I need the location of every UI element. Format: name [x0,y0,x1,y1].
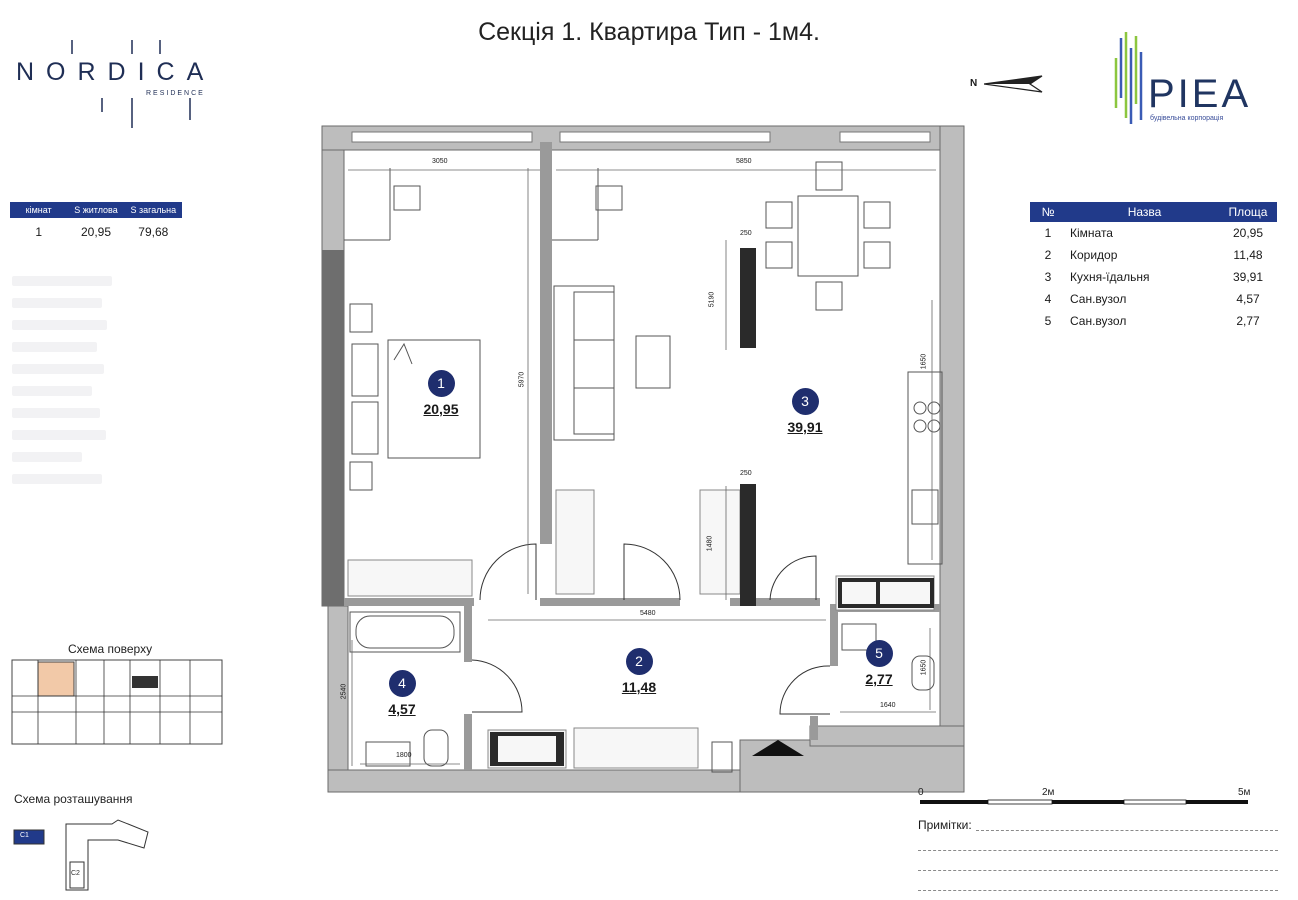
dimension-text: 1480 [706,535,714,552]
floor-scheme-map [11,659,223,745]
scale-label-2m: 2м [1042,787,1055,798]
summary-table-row: 1 20,95 79,68 [10,222,182,242]
cell-area: 2,77 [1236,314,1260,328]
table-row: 5 Сан.вузол 2,77 [1030,310,1277,332]
room-area: 4,57 [388,701,416,717]
table-row: 1 Кімната 20,95 [1030,222,1277,244]
notes-line [976,830,1278,831]
logo-lines-icon [71,40,191,128]
nordica-wordmark: NORDICA [16,58,216,86]
cell-number: 2 [1044,248,1052,262]
balcony-wall [322,250,344,606]
dimension-text: 5850 [736,158,752,165]
living-furniture [552,161,943,565]
bedroom-furniture [344,168,481,491]
room-number-badge: 5 [865,640,893,667]
notes-line [918,890,1278,891]
room-area: 20,95 [423,401,459,417]
scale-bar [920,799,1248,805]
piea-logo: PIEA будівельна корпорація [1110,28,1280,128]
entrance-arrow-icon [752,740,804,756]
piea-stripes-icon [1114,32,1143,124]
table-row: 4 Сан.вузол 4,57 [1030,288,1277,310]
cell-number: 4 [1044,292,1052,306]
location-scheme-map [13,819,149,891]
cell-total-area: 79,68 [138,225,169,239]
nordica-subtitle: RESIDENCE [146,90,205,97]
room-label-3: 3 39,91 [770,388,840,435]
room-label-5: 5 2,77 [844,640,914,687]
cell-name: Кімната [1070,226,1113,240]
dimension-text: 250 [740,230,752,237]
scale-label-0: 0 [918,787,924,798]
room-label-1: 1 20,95 [406,370,476,417]
room-area: 39,91 [787,419,823,435]
notes-label: Примітки: [918,818,972,832]
faded-text-block [12,276,122,496]
room-area: 2,77 [865,671,893,687]
location-badge-c1: C1 [20,832,29,839]
cell-rooms: 1 [35,225,42,239]
notes-line [918,870,1278,871]
cell-name: Сан.вузол [1070,292,1127,306]
cell-area: 20,95 [1232,226,1264,240]
north-arrow-icon [984,75,1043,93]
location-badge-c2: C2 [71,870,80,877]
summary-table: кімнат S житлова S загальна 1 20,95 79,6… [10,202,182,242]
room-label-4: 4 4,57 [367,670,437,717]
cell-name: Кухня-їдальня [1070,270,1150,284]
dark-inserts [490,248,934,766]
nordica-logo: NORDICA RESIDENCE [10,40,230,130]
windows [351,131,931,143]
summary-table-header: кімнат S житлова S загальна [10,202,182,218]
dimension-text: 5480 [640,610,656,617]
dimension-text: 1650 [920,353,928,370]
cell-area: 39,91 [1232,270,1264,284]
door-swings [471,543,831,715]
header-living-area: S житлова [74,205,118,215]
floor-scheme-caption: Схема поверху [68,642,153,656]
room-number-badge: 3 [791,388,819,415]
table-row: 2 Коридор 11,48 [1030,244,1277,266]
dimension-text: 3050 [432,158,448,165]
header-rooms: кімнат [25,205,52,215]
room-label-2: 2 11,48 [604,648,674,695]
room-number-badge: 4 [388,670,416,697]
notes-line [918,850,1278,851]
piea-tagline: будівельна корпорація [1150,115,1224,122]
rooms-table-header: № Назва Площа [1030,202,1277,222]
header-area: Площа [1228,205,1268,219]
dimension-text: 5190 [708,291,716,308]
dimension-lines [348,168,936,766]
cell-name: Коридор [1070,248,1118,262]
dimension-text: 1650 [920,659,928,676]
cell-number: 5 [1044,314,1052,328]
page-title: Секція 1. Квартира Тип - 1м4. [478,18,820,46]
table-row: 3 Кухня-їдальня 39,91 [1030,266,1277,288]
dimension-text: 250 [740,470,752,477]
cell-living-area: 20,95 [80,225,111,239]
compass-label: N [970,78,978,89]
cell-number: 3 [1044,270,1052,284]
header-total-area: S загальна [130,205,177,215]
rooms-table: № Назва Площа 1 Кімната 20,95 2 Коридор 11,4… [1030,202,1277,332]
scale-label-5m: 5м [1238,787,1251,798]
dimension-text: 2540 [340,683,348,700]
dimension-text: 5970 [518,371,526,388]
room-area: 11,48 [621,679,657,695]
location-scheme-caption: Схема розташування [14,792,133,806]
bathroom-fixtures [349,611,935,773]
cell-number: 1 [1044,226,1052,240]
header-name: Назва [1127,205,1162,219]
dimension-text: 1800 [396,752,412,759]
room-number-badge: 2 [625,648,653,675]
header-number: № [1041,205,1055,219]
cell-area: 11,48 [1233,248,1263,262]
cell-area: 4,57 [1236,292,1260,306]
cell-name: Сан.вузол [1070,314,1127,328]
piea-wordmark: PIEA [1148,72,1252,116]
dimension-text: 1640 [880,702,896,709]
room-number-badge: 1 [427,370,455,397]
